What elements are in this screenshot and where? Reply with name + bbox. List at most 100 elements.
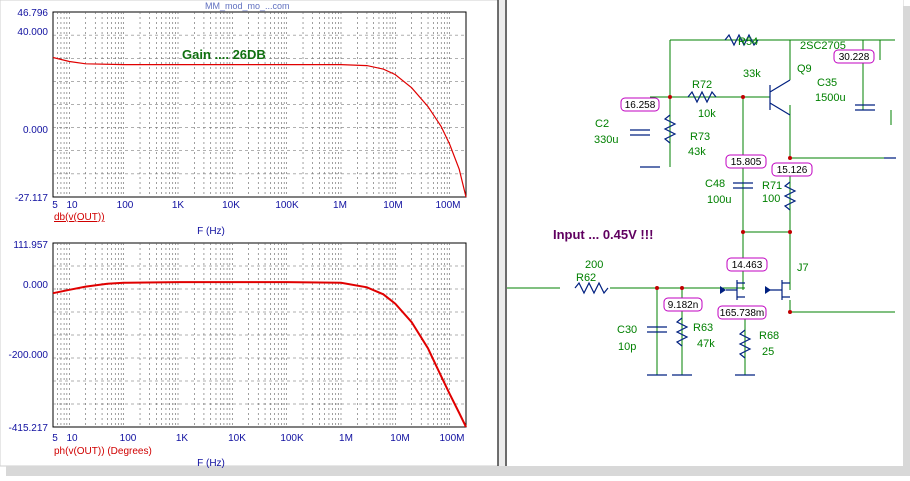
resistor-r68[interactable] — [738, 329, 752, 359]
gain-trace-label[interactable]: db(v(OUT)) — [54, 212, 105, 223]
phase-y-tick-max: 111.957 — [13, 240, 48, 251]
window-title-fragment: MM_mod_mo_...com — [205, 1, 290, 11]
label-c35-value: 1500u — [815, 92, 846, 104]
node-flag-n7-text: 165.738m — [720, 308, 764, 319]
label-r63-name: R63 — [693, 322, 713, 334]
gain-x-axis-label: F (Hz) — [197, 226, 225, 237]
gain-x-tick: 1K — [172, 200, 185, 211]
junction-dots — [655, 95, 792, 314]
phase-trace-label[interactable]: ph(v(OUT)) (Degrees) — [54, 446, 152, 457]
resistor-r73[interactable] — [663, 114, 677, 144]
capacitor-c35[interactable] — [855, 104, 875, 111]
node-flag-n6[interactable]: 9.182n — [663, 297, 703, 312]
label-r71-value: 100 — [762, 193, 780, 205]
phase-trace — [52, 281, 467, 428]
gain-x-tick: 10 — [66, 200, 78, 211]
label-c2-name: C2 — [595, 118, 609, 130]
schematic: R54 33k 2SC2705 Q9 C35 1500u R72 10k R73… — [507, 0, 903, 466]
label-r54-name: R54 — [738, 36, 758, 48]
gain-annotation: Gain .... 26DB — [182, 47, 266, 62]
label-r68-name: R68 — [759, 330, 779, 342]
label-j7-name: J7 — [797, 262, 809, 274]
wire-bias-node — [743, 170, 791, 290]
node-flag-n5-text: 14.463 — [732, 260, 763, 271]
capacitor-c30[interactable] — [647, 326, 667, 333]
window-shadow-right — [903, 6, 910, 468]
node-flag-n4-text: 15.126 — [777, 165, 808, 176]
jfet-left[interactable] — [726, 280, 745, 300]
gain-grid — [53, 12, 466, 197]
label-c48-value: 100u — [707, 194, 731, 206]
resistor-r63[interactable] — [675, 317, 689, 347]
gain-x-tick: 100K — [275, 200, 299, 211]
label-r71-name: R71 — [762, 180, 782, 192]
phase-x-tick: 100 — [120, 433, 137, 444]
node-flag-n3-text: 15.805 — [731, 157, 762, 168]
label-c30-name: C30 — [617, 324, 637, 336]
node-flag-n2-text: 30.228 — [839, 52, 870, 63]
label-c35-name: C35 — [817, 77, 837, 89]
label-r73-value: 43k — [688, 146, 706, 158]
label-r72-name: R72 — [692, 79, 712, 91]
label-q9-name: Q9 — [797, 63, 812, 75]
node-flag-n4[interactable]: 15.126 — [771, 162, 813, 177]
resistor-r72[interactable] — [687, 90, 717, 104]
node-flag-n7[interactable]: 165.738m — [717, 305, 767, 320]
gain-plot: 46.796 40.000 0.000 -27.117 5 10 100 1K … — [15, 8, 467, 237]
node-flag-n1[interactable]: 16.258 — [620, 97, 660, 112]
phase-x-ticks: 5 10 100 1K 10K 100K 1M 10M 100M — [52, 433, 464, 444]
gain-x-tick: 10M — [383, 200, 402, 211]
transistor-q9[interactable] — [769, 79, 791, 116]
label-r72-value: 10k — [698, 108, 716, 120]
gain-x-tick: 100M — [435, 200, 460, 211]
label-r62-name: R62 — [576, 272, 596, 284]
node-flag-n5[interactable]: 14.463 — [726, 257, 768, 272]
label-r73-name: R73 — [690, 131, 710, 143]
schematic-canvas[interactable] — [507, 0, 903, 466]
ground-symbols — [640, 157, 896, 376]
label-c30-value: 10p — [618, 341, 636, 353]
phase-x-axis-label: F (Hz) — [197, 458, 225, 469]
resistor-r71[interactable] — [783, 181, 797, 211]
wire-q9-emitter — [789, 40, 895, 159]
label-r54-value: 33k — [743, 68, 761, 80]
node-flag-n3[interactable]: 15.805 — [725, 154, 767, 169]
phase-y-tick-200: -200.000 — [9, 350, 49, 361]
jfet-arrows — [720, 286, 771, 294]
gain-x-tick: 10K — [222, 200, 240, 211]
label-c48-name: C48 — [705, 178, 725, 190]
phase-y-tick-0: 0.000 — [23, 280, 48, 291]
phase-x-tick: 1M — [339, 433, 353, 444]
label-c2-value: 330u — [594, 134, 618, 146]
phase-x-tick: 1K — [176, 433, 189, 444]
jfet-j7[interactable] — [770, 280, 790, 300]
input-note: Input ... 0.45V !!! — [553, 227, 653, 242]
label-r63-value: 47k — [697, 338, 715, 350]
gain-y-tick-min: -27.117 — [15, 193, 49, 204]
capacitor-c48[interactable] — [733, 182, 753, 189]
resistor-r62[interactable] — [574, 281, 609, 295]
node-flag-n6-text: 9.182n — [668, 300, 699, 311]
gain-x-tick: 5 — [52, 200, 58, 211]
resistor-r54[interactable] — [724, 33, 759, 47]
phase-x-tick: 10M — [390, 433, 409, 444]
node-flag-n2[interactable]: 30.228 — [833, 49, 875, 64]
gain-x-tick: 100 — [117, 200, 134, 211]
phase-x-tick: 5 — [52, 433, 58, 444]
gain-y-tick-40: 40.000 — [17, 27, 48, 38]
wire-top-rail — [650, 39, 895, 167]
gain-trace — [52, 56, 467, 198]
phase-y-tick-min: -415.217 — [9, 423, 49, 434]
label-r68-value: 25 — [762, 346, 774, 358]
label-q9-part: 2SC2705 — [800, 40, 846, 52]
phase-x-tick: 10 — [66, 433, 78, 444]
gain-x-ticks: 5 10 100 1K 10K 100K 1M 10M 100M — [52, 200, 460, 211]
capacitor-c2[interactable] — [630, 129, 650, 136]
node-flag-n1-text: 16.258 — [625, 100, 656, 111]
phase-grid — [53, 243, 466, 427]
pane-splitter[interactable] — [498, 0, 507, 466]
phase-plot: 111.957 0.000 -200.000 -415.217 5 10 100… — [9, 240, 467, 469]
window-shadow-bottom — [6, 466, 910, 476]
